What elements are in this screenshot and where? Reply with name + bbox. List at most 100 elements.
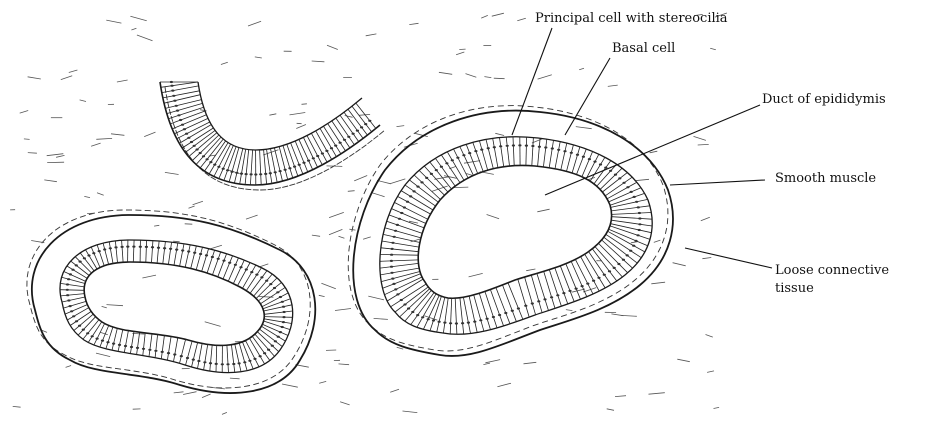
muscle-stroke [219,222,225,224]
label-principal-cell: Principal cell with stereocilia [535,11,728,26]
muscle-stroke [653,256,656,261]
cell-boundary [165,100,201,109]
cell-nucleus [151,246,154,248]
connective-fiber [28,153,37,154]
connective-fiber [183,392,196,395]
cell-boundary [385,228,421,238]
connective-fiber [576,127,592,129]
cell-nucleus [630,191,633,193]
cell-nucleus [618,177,621,179]
connective-fiber [615,396,626,397]
cell-nucleus [293,166,296,168]
connective-fiber [579,68,584,69]
cell-boundary [161,82,198,87]
muscle-stroke [143,372,149,373]
connective-fiber [611,314,623,316]
muscle-stroke [422,126,427,129]
muscle-stroke [55,227,60,230]
cell-nucleus [581,285,584,287]
connective-fiber [165,172,179,174]
muscle-stroke [440,117,446,119]
cell-nucleus [356,130,359,132]
cell-nucleus [98,250,101,252]
cell-nucleus [394,230,397,232]
muscle-stroke [538,107,544,108]
connective-fiber [282,384,298,387]
connective-fiber [390,179,405,184]
cell-boundary [380,263,419,268]
muscle-stroke [349,245,350,251]
cell-nucleus [455,322,458,324]
cell-boundary [216,345,217,372]
cell-nucleus [69,305,72,307]
connective-fiber [255,57,262,58]
connective-fiber [327,45,338,49]
muscle-stroke [27,290,28,296]
connective-fiber [710,48,716,50]
muscle-stroke [36,246,39,251]
muscle-stroke [488,106,494,107]
cell-boundary [592,249,617,281]
cell-nucleus [334,145,337,147]
cell-nucleus [416,186,419,188]
cell-nucleus [106,341,109,343]
cell-boundary [246,268,261,291]
connective-fiber [20,111,29,114]
cell-nucleus [284,169,287,171]
connective-fiber [102,306,107,308]
cell-boundary [67,266,87,278]
cell-boundary [264,150,267,185]
cell-nucleus [467,322,470,324]
muscle-stroke [349,153,354,156]
muscle-stroke [235,387,241,388]
cell-nucleus [403,206,406,208]
muscle-stroke [349,275,350,281]
connective-fiber [100,332,108,335]
cell-nucleus [83,257,86,259]
cell-boundary [437,297,445,332]
cell-nucleus [391,242,394,244]
muscle-stroke [355,304,358,309]
cell-nucleus [66,294,69,296]
cell-boundary [65,305,87,315]
cell-nucleus [504,312,507,314]
cell-nucleus [239,266,242,268]
cell-nucleus [498,314,501,316]
muscle-stroke [245,189,251,190]
muscle-stroke [647,264,651,269]
leader-smooth-muscle [670,180,765,185]
muscle-stroke [640,272,644,276]
cell-boundary [473,142,483,171]
cell-boundary [162,86,199,93]
cell-nucleus [163,247,166,249]
cell-boundary [198,344,203,369]
cell-boundary [174,243,178,265]
cell-nucleus [592,280,595,282]
connective-fiber [137,35,153,41]
cell-nucleus [347,136,350,138]
cell-boundary [235,344,241,372]
connective-fiber [222,412,227,414]
cell-nucleus [575,288,578,290]
cell-nucleus [187,250,190,252]
cell-nucleus [556,294,559,296]
cell-nucleus [217,258,220,260]
connective-fiber [221,62,228,64]
cell-nucleus [222,168,225,170]
cell-nucleus [409,195,412,197]
connective-fiber [537,209,549,212]
cell-boundary [291,143,303,174]
cell-nucleus [167,352,170,354]
cell-nucleus [568,290,571,292]
muscle-stroke [254,235,260,238]
cell-boundary [267,149,272,183]
cell-boundary [549,140,553,168]
muscle-stroke [115,368,121,369]
cell-nucleus [570,152,573,154]
connective-fiber [31,241,44,243]
cell-boundary [380,260,418,261]
connective-fiber [714,407,720,408]
connective-fiber [230,378,240,379]
cell-boundary [469,296,477,333]
cell-boundary [538,138,541,166]
